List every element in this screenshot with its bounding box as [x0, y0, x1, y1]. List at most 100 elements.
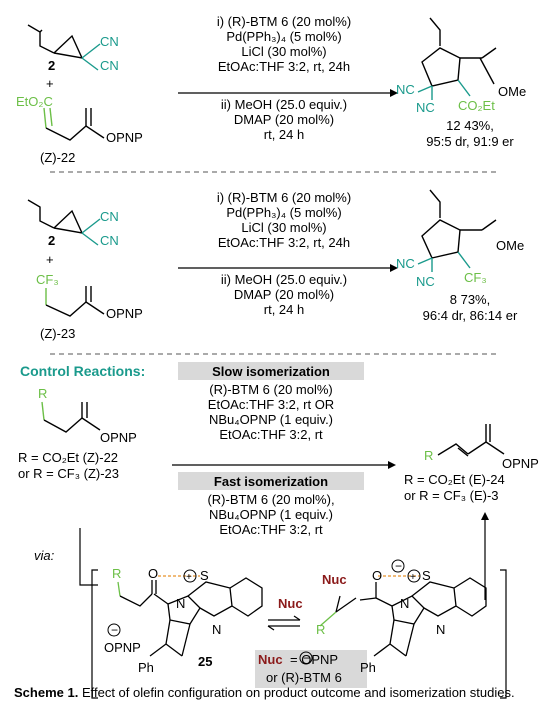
vinylcyclopropane-2-structure-b	[27, 199, 101, 246]
left-bracket	[91, 569, 98, 699]
cn-label-1b: CN	[100, 58, 119, 73]
cn-label-2b: CN	[100, 233, 119, 248]
intermediate-enolate-right	[319, 575, 487, 657]
slow-line4: EtOAc:THF 3:2, rt	[219, 427, 323, 442]
nuc-center: Nuc	[278, 596, 303, 611]
nc-label-8b: NC	[416, 274, 435, 289]
svg-text:+: +	[186, 572, 192, 583]
co2et-12: CO₂Et	[458, 98, 495, 113]
caption-text: Effect of olefin configuration on produc…	[78, 685, 515, 700]
cond1-ii-line1: ii) MeOH (25.0 equiv.)	[220, 97, 348, 112]
product-12-structure	[417, 17, 497, 100]
ester-group-22: EtO₂C	[16, 94, 53, 109]
opnp-23: OPNP	[106, 306, 143, 321]
cond1-i-line1: i) (R)-BTM 6 (20 mol%)	[216, 14, 352, 29]
conditions-1-ii: ii) MeOH (25.0 equiv.) DMAP (20 mol%) rt…	[178, 97, 390, 142]
via-label: via:	[34, 548, 55, 563]
cond2-i-line4: EtOAc:THF 3:2, rt, 24h	[217, 235, 351, 250]
control-product-structure	[437, 424, 505, 457]
start-r-group: R	[38, 386, 48, 401]
fast-conditions: (R)-BTM 6 (20 mol%), NBu₄OPNP (1 equiv.)…	[178, 492, 364, 537]
conditions-2: i) (R)-BTM 6 (20 mol%) Pd(PPh₃)₄ (5 mol%…	[178, 190, 390, 250]
right-bracket	[500, 569, 507, 699]
int-left-r: R	[112, 566, 122, 581]
ome-12: OMe	[498, 84, 527, 99]
product-desc-1: R = CO₂Et (E)-24	[404, 472, 505, 487]
fast-box	[178, 472, 364, 490]
cn-label-2a: CN	[100, 209, 119, 224]
int-right-s: S	[422, 568, 431, 583]
svg-text:−: −	[303, 651, 310, 665]
slow-box	[178, 362, 364, 380]
minus-charge-left	[107, 623, 121, 637]
int-left-o: O	[148, 566, 159, 581]
product-desc-2: or R = CF₃ (E)-3	[404, 488, 499, 503]
cond1-i-line3: LiCl (30 mol%)	[241, 44, 327, 59]
product-8-structure	[417, 189, 497, 272]
reagent-z22-label: (Z)-22	[40, 150, 76, 165]
nc-label-12b: NC	[416, 100, 435, 115]
opnp-product: OPNP	[502, 456, 539, 471]
nc-label-8a: NC	[396, 256, 415, 271]
z-22-structure	[43, 107, 105, 141]
control-start-structure	[41, 401, 101, 433]
svg-text:+: +	[410, 572, 416, 583]
nuc-def-2: or (R)-BTM 6	[266, 670, 342, 685]
nuc-right: Nuc	[322, 572, 347, 587]
reagent-2-label: 2	[48, 58, 56, 73]
equilibrium-arrows	[267, 615, 301, 631]
start-desc-2: or R = CF₃ (Z)-23	[18, 466, 119, 481]
nuc-def-1: = OPNP	[290, 652, 339, 667]
cond2-ii-line2: DMAP (20 mol%)	[233, 287, 335, 302]
cond2-ii-line1: ii) MeOH (25.0 equiv.)	[220, 272, 348, 287]
intermediate-25-left	[117, 575, 263, 657]
slow-conditions: (R)-BTM 6 (20 mol%) EtOAc:THF 3:2, rt OR…	[178, 382, 364, 442]
slow-line1: (R)-BTM 6 (20 mol%)	[209, 382, 333, 397]
svg-text:−: −	[395, 559, 402, 573]
minus-charge-right	[391, 559, 405, 573]
nuc-box	[255, 650, 367, 688]
fast-line2: NBu₄OPNP (1 equiv.)	[208, 507, 334, 522]
int-left-ph: Ph	[138, 660, 154, 675]
plus-charge-left	[183, 569, 197, 583]
fast-line3: EtOAc:THF 3:2, rt	[219, 522, 323, 537]
conditions-2-ii: ii) MeOH (25.0 equiv.) DMAP (20 mol%) rt…	[178, 272, 390, 317]
opnp-start: OPNP	[100, 430, 137, 445]
int-left-n-plus: N	[176, 596, 186, 611]
cond1-ii-line3: rt, 24 h	[263, 127, 305, 142]
product-8-yield: 8 73%,	[449, 292, 491, 307]
int-right-n: N	[436, 622, 446, 637]
control-heading: Control Reactions:	[20, 363, 146, 379]
cf3-23: CF₃	[36, 272, 59, 287]
product-12-selectivity: 95:5 dr, 91:9 er	[426, 134, 514, 149]
product-12-yield: 12 43%,	[446, 118, 494, 133]
z-23-structure	[45, 286, 105, 317]
int-right-r: R	[316, 622, 326, 637]
nc-label-12a: NC	[396, 82, 415, 97]
int-left-n: N	[212, 622, 222, 637]
int-left-s: S	[200, 568, 209, 583]
slow-isomerization-title: Slow isomerization	[212, 364, 330, 379]
plus-charge-right	[407, 569, 421, 583]
nuc-def-label: Nuc	[258, 652, 283, 667]
cond1-i-line2: Pd(PPh₃)₄ (5 mol%)	[226, 29, 342, 44]
plus-sign-1: +	[46, 76, 54, 91]
svg-text:−: −	[111, 623, 118, 637]
cond1-ii-line2: DMAP (20 mol%)	[233, 112, 335, 127]
cond2-i-line1: i) (R)-BTM 6 (20 mol%)	[216, 190, 352, 205]
product-8-selectivity: 96:4 dr, 86:14 er	[422, 308, 518, 323]
plus-sign-2: +	[46, 252, 54, 267]
cond2-i-line3: LiCl (30 mol%)	[241, 220, 327, 235]
int-left-opnp: OPNP	[104, 640, 141, 655]
via-arrow-path	[79, 528, 98, 586]
cond2-i-line2: Pd(PPh₃)₄ (5 mol%)	[226, 205, 342, 220]
fast-isomerization-title: Fast isomerization	[213, 474, 329, 489]
reagent-2-label-b: 2	[48, 233, 56, 248]
product-r-group: R	[424, 448, 434, 463]
cn-label-1a: CN	[100, 34, 119, 49]
minus-charge-nuc	[299, 651, 313, 665]
int-right-ph: Ph	[360, 660, 376, 675]
slow-line2: EtOAc:THF 3:2, rt OR	[207, 397, 335, 412]
cf3-8: CF₃	[464, 270, 487, 285]
